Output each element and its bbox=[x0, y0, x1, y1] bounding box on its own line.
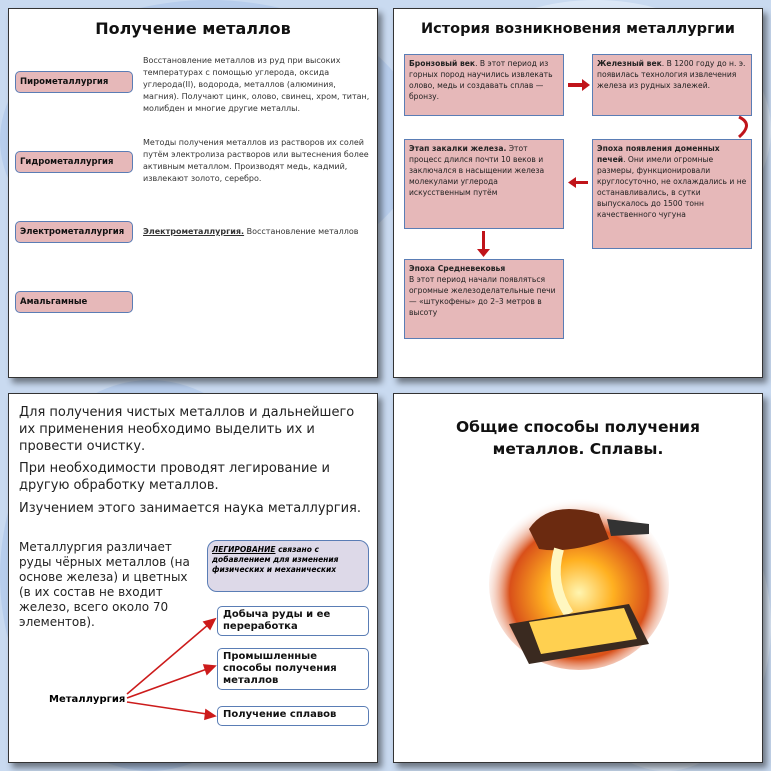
slide-title: История возникновения металлургии bbox=[421, 21, 735, 37]
box-head: Бронзовый век bbox=[409, 59, 476, 68]
paragraph: Металлургия различает руды чёрных металл… bbox=[19, 540, 190, 629]
method-text: Методы получения металлов из растворов и… bbox=[143, 138, 369, 183]
electro-title: Электрометаллургия. bbox=[143, 227, 245, 236]
method-text: Восстановление металлов из руд при высок… bbox=[143, 56, 370, 113]
paragraph: При необходимости проводят легирование и… bbox=[19, 461, 331, 493]
box-head: Железный век bbox=[597, 59, 662, 68]
method-label: Электрометаллургия bbox=[15, 221, 133, 243]
molten-metal-image bbox=[489, 498, 669, 670]
method-label: Амальгамные bbox=[15, 291, 133, 313]
legir-text: связано с добавлением для изменения физи… bbox=[212, 545, 339, 574]
box-text: Этот процесс длился почти 10 веков и зак… bbox=[409, 144, 545, 197]
history-box: Железный век. В 1200 году до н. э. появи… bbox=[592, 54, 752, 116]
slide-general-methods: Общие способы получения металлов. Сплавы… bbox=[393, 393, 763, 763]
box-text: . Они имели огромные размеры, функционир… bbox=[597, 155, 747, 219]
paragraph: Для получения чистых металлов и дальнейш… bbox=[19, 405, 355, 454]
paragraph: Изучением этого занимается наука металлу… bbox=[19, 501, 361, 516]
slide-title: Получение металлов bbox=[95, 19, 291, 38]
method-label: Гидрометаллургия bbox=[15, 151, 133, 173]
box-text: . В 1200 году до н. э. появилась техноло… bbox=[597, 59, 746, 90]
slide-obtaining-metals: Получение металлов Пирометаллургия Восст… bbox=[8, 8, 378, 378]
history-box: Эпоха появления доменных печей. Они имел… bbox=[592, 139, 752, 249]
box-head: Эпоха появления доменных печей bbox=[597, 144, 720, 164]
legirovanie-box: ЛЕГИРОВАНИЕ связано с добавлением для из… bbox=[207, 540, 369, 592]
center-label: Металлургия bbox=[49, 694, 126, 705]
legir-head: ЛЕГИРОВАНИЕ bbox=[212, 545, 276, 554]
box-head: Эпоха Средневековья bbox=[409, 264, 506, 273]
slide-history: История возникновения металлургии Бронзо… bbox=[393, 8, 763, 378]
history-box: Бронзовый век. В этот период из горных п… bbox=[404, 54, 564, 116]
slide-title: Общие способы получения металлов. Сплавы… bbox=[455, 418, 700, 458]
box-head: Этап закалки железа. bbox=[409, 144, 507, 153]
method-label: Пирометаллургия bbox=[15, 71, 133, 93]
slide-metallurgy: Для получения чистых металлов и дальнейш… bbox=[8, 393, 378, 763]
history-box: Этап закалки железа. Этот процесс длился… bbox=[404, 139, 564, 229]
electro-text: Электрометаллургия. Восстановление метал… bbox=[143, 226, 371, 238]
branch-box: Промышленные способы получения металлов bbox=[217, 648, 369, 690]
box-text: В этот период начали появляться огромные… bbox=[409, 275, 556, 317]
branch-box: Добыча руды и ее переработка bbox=[217, 606, 369, 636]
box-text: . В этот период из горных пород научилис… bbox=[409, 59, 553, 101]
history-box: Эпоха Средневековья В этот период начали… bbox=[404, 259, 564, 339]
electro-desc: Восстановление металлов bbox=[244, 227, 359, 236]
branch-box: Получение сплавов bbox=[217, 706, 369, 726]
